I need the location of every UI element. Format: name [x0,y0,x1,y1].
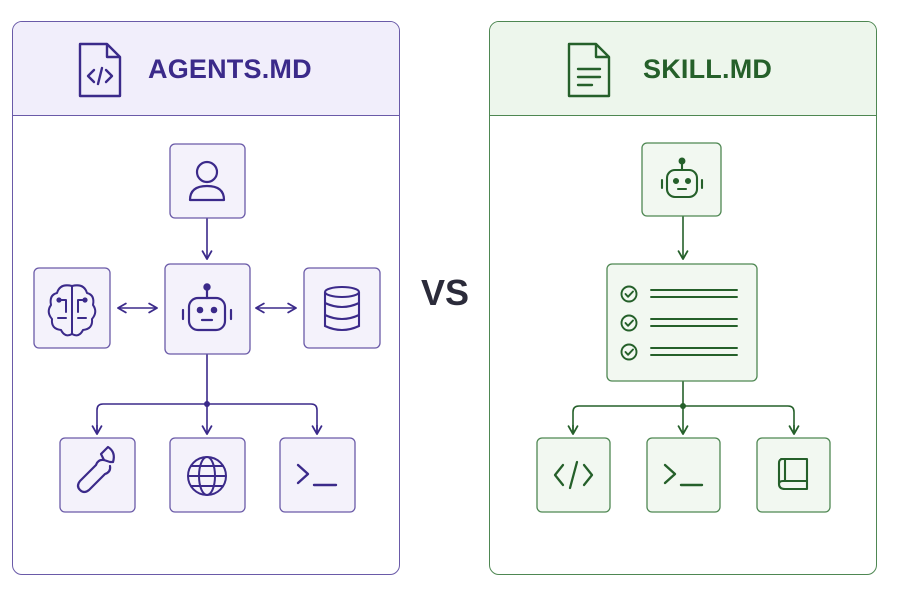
wrench-node [59,437,136,513]
code-icon [553,460,594,490]
code-node [536,437,611,513]
checklist-icon [620,285,738,361]
database-icon [323,285,361,332]
book-node [756,437,831,513]
agents-md-title: AGENTS.MD [148,54,312,84]
terminal-icon [663,463,704,487]
vs-label: VS [421,272,470,313]
terminal-node [646,437,721,513]
terminal-node [279,437,356,513]
terminal-icon [296,463,338,487]
book-icon [777,457,809,491]
robot-icon [181,283,233,332]
robot-icon [660,157,704,199]
database-node [303,267,381,349]
user-node [169,143,246,219]
agents-md-header: AGENTS.MD [13,22,399,116]
document-icon [567,42,611,98]
agent-node [164,263,251,355]
brain-node [33,267,111,349]
checklist-node [606,263,758,382]
wrench-icon [76,445,115,494]
globe-icon [187,456,227,496]
user-icon [188,160,226,202]
brain-icon [47,284,97,337]
skill-agent-node [641,142,722,217]
skill-md-header: SKILL.MD [490,22,876,116]
skill-md-title: SKILL.MD [643,54,773,84]
code-file-icon [78,42,122,98]
globe-node [169,437,246,513]
